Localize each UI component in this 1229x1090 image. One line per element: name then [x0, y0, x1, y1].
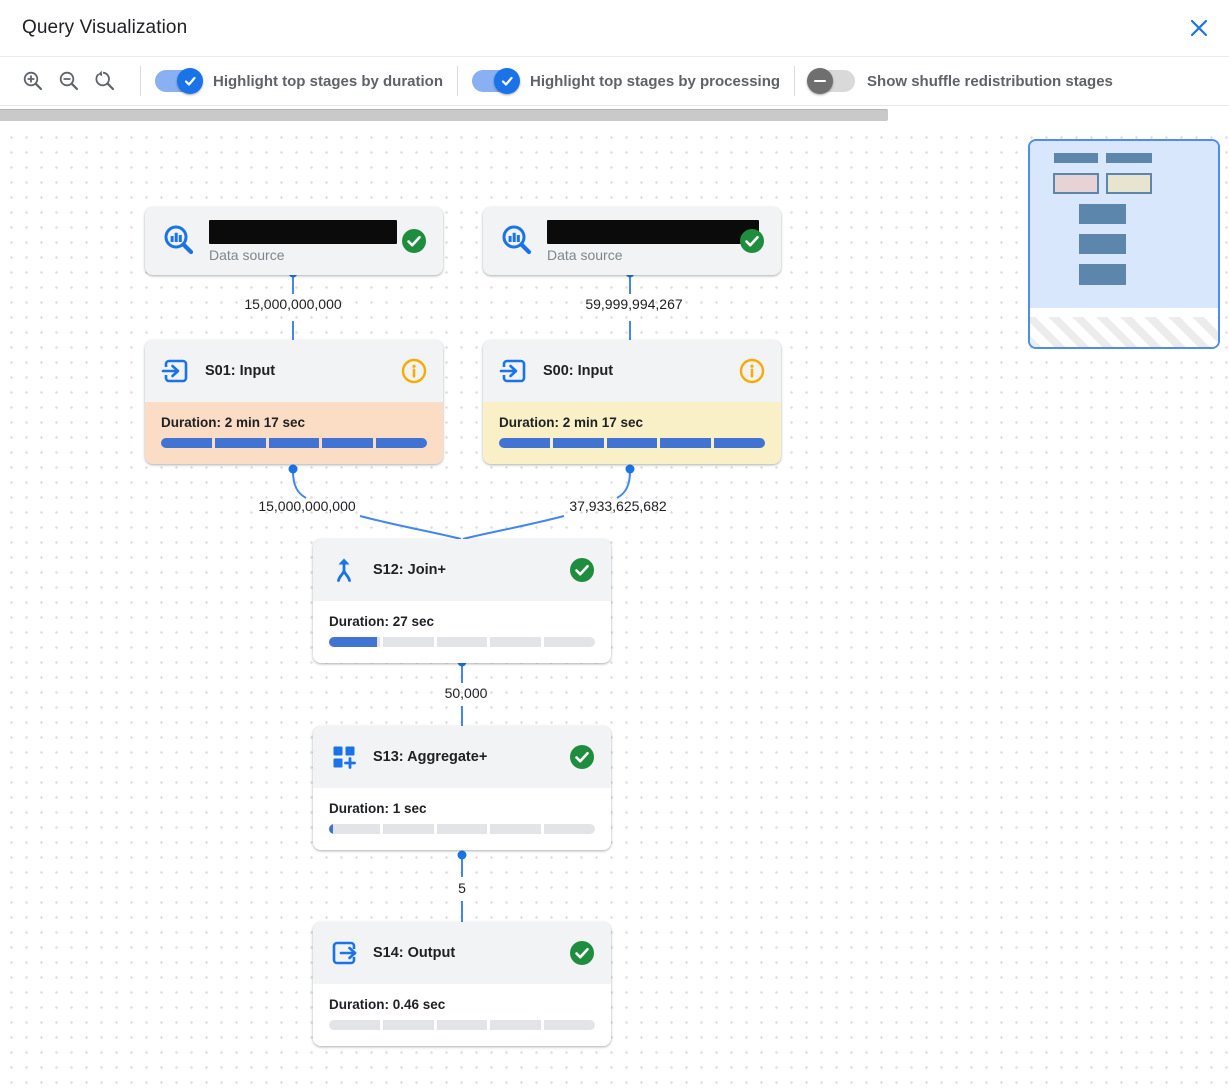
horizontal-scrollbar-track: [0, 106, 1229, 124]
stage-duration-section: Duration: 27 sec: [313, 601, 611, 663]
stage-title: S12: Join+: [373, 562, 446, 578]
stage-duration-section: Duration: 1 sec: [313, 788, 611, 850]
toggle-group-shuffle: Show shuffle redistribution stages: [807, 68, 1113, 94]
stage-duration-section: Duration: 0.46 sec: [313, 984, 611, 1046]
check-icon: [501, 76, 513, 86]
data-source-node-1[interactable]: Data source: [145, 207, 443, 275]
toggle-check-knob: [494, 68, 520, 94]
data-source-icon: [164, 225, 194, 255]
minimap-node: [1106, 153, 1152, 163]
graph-minimap[interactable]: [1028, 139, 1220, 349]
stage-duration-label: Duration: 27 sec: [329, 614, 435, 629]
check-icon: [184, 76, 196, 86]
data-source-name-redacted: [547, 219, 759, 244]
toggle-group-processing: Highlight top stages by processing: [472, 68, 781, 94]
status-completed-icon: [402, 229, 426, 253]
zoom-reset-icon: [95, 70, 115, 91]
stage-node-s12[interactable]: S12: Join+ Duration: 27 sec: [313, 539, 611, 663]
aggregate-stage-icon: [333, 746, 356, 769]
stage-duration-section: Duration: 2 min 17 sec: [483, 402, 781, 464]
stage-node-s14[interactable]: S14: Output Duration: 0.46 sec: [313, 922, 611, 1046]
minus-icon: [814, 79, 827, 83]
show-shuffle-toggle[interactable]: [807, 68, 856, 94]
edge-rows-label: 59,999,994,267: [585, 296, 683, 312]
status-info-icon: [739, 358, 765, 384]
page-title: Query Visualization: [22, 17, 188, 38]
horizontal-scrollbar-thumb[interactable]: [0, 109, 888, 121]
stage-progress-bar: [329, 824, 595, 834]
toggle-label-processing: Highlight top stages by processing: [530, 72, 781, 90]
stage-duration-label: Duration: 1 sec: [329, 801, 427, 816]
toolbar-divider: [140, 66, 141, 96]
toolbar-divider: [457, 66, 458, 96]
data-source-name-redacted: [209, 219, 397, 244]
stage-title: S00: Input: [543, 363, 614, 379]
graph-canvas[interactable]: 15,000,000,000 59,999,994,267 15,000,000…: [0, 124, 1229, 1089]
status-info-icon: [401, 358, 427, 384]
zoom-out-button[interactable]: [54, 66, 84, 96]
toggle-minus-knob: [807, 68, 834, 94]
stage-duration-section: Duration: 2 min 17 sec: [145, 402, 443, 464]
edge-rows-label: 50,000: [444, 685, 488, 701]
toolbar-divider: [794, 66, 796, 96]
stage-progress-bar: [329, 637, 595, 647]
toolbar: Highlight top stages by duration Highlig…: [0, 57, 1229, 106]
data-source-subtitle: Data source: [209, 246, 285, 263]
stage-title: S13: Aggregate+: [373, 749, 488, 765]
output-stage-icon: [332, 941, 358, 965]
minimap-node-duration-highlight: [1053, 173, 1099, 194]
stage-progress-bar: [161, 438, 427, 448]
toggle-label-shuffle: Show shuffle redistribution stages: [867, 72, 1113, 90]
minimap-node: [1079, 204, 1126, 224]
status-completed-icon: [570, 941, 594, 965]
close-icon: [1190, 19, 1208, 37]
stage-progress-bar: [329, 1020, 595, 1030]
stage-header: S13: Aggregate+: [313, 726, 611, 788]
highlight-duration-toggle[interactable]: [155, 68, 203, 94]
stage-header: S00: Input: [483, 340, 781, 402]
minimap-node: [1054, 153, 1098, 163]
data-source-info: Data source: [547, 219, 759, 263]
zoom-in-icon: [23, 71, 43, 91]
data-source-info: Data source: [209, 219, 397, 263]
stage-node-s01[interactable]: S01: Input Duration: 2 min 17 sec: [145, 340, 443, 464]
stage-header: S01: Input: [145, 340, 443, 402]
close-button[interactable]: [1185, 14, 1213, 42]
stage-duration-label: Duration: 2 min 17 sec: [499, 415, 644, 430]
minimap-node: [1079, 264, 1126, 285]
edge-rows-label: 15,000,000,000: [258, 498, 356, 514]
status-completed-icon: [570, 745, 594, 769]
zoom-reset-button[interactable]: [90, 66, 120, 96]
stage-progress-bar: [499, 438, 765, 448]
stage-duration-label: Duration: 0.46 sec: [329, 997, 446, 1012]
join-stage-icon: [337, 558, 351, 582]
input-stage-icon: [499, 359, 526, 383]
toggle-label-duration: Highlight top stages by duration: [213, 72, 443, 90]
stage-header: S12: Join+: [313, 539, 611, 601]
stage-title: S14: Output: [373, 945, 456, 961]
minimap-node-processing-highlight: [1106, 173, 1152, 194]
stage-header: S14: Output: [313, 922, 611, 984]
edge-rows-label: 37,933,625,682: [569, 498, 667, 514]
data-source-node-2[interactable]: Data source: [483, 207, 781, 275]
input-stage-icon: [161, 359, 188, 383]
edge-rows-label: 15,000,000,000: [244, 296, 342, 312]
edge-rows-label: 5: [458, 880, 466, 896]
zoom-out-icon: [59, 71, 79, 91]
data-source-icon: [502, 225, 532, 255]
stage-duration-label: Duration: 2 min 17 sec: [161, 415, 306, 430]
data-source-subtitle: Data source: [547, 246, 623, 263]
status-completed-icon: [570, 558, 594, 582]
toggle-check-knob: [177, 68, 203, 94]
minimap-node: [1079, 234, 1126, 254]
toggle-group-duration: Highlight top stages by duration: [155, 68, 443, 94]
zoom-in-button[interactable]: [18, 66, 48, 96]
minimap-out-of-bounds-hatch: [1030, 317, 1218, 347]
stage-node-s13[interactable]: S13: Aggregate+ Duration: 1 sec: [313, 726, 611, 850]
highlight-processing-toggle[interactable]: [472, 68, 520, 94]
status-completed-icon: [740, 229, 764, 253]
panel-header: Query Visualization: [0, 0, 1229, 57]
stage-node-s00[interactable]: S00: Input Duration: 2 min 17 sec: [483, 340, 781, 464]
stage-title: S01: Input: [205, 363, 276, 379]
